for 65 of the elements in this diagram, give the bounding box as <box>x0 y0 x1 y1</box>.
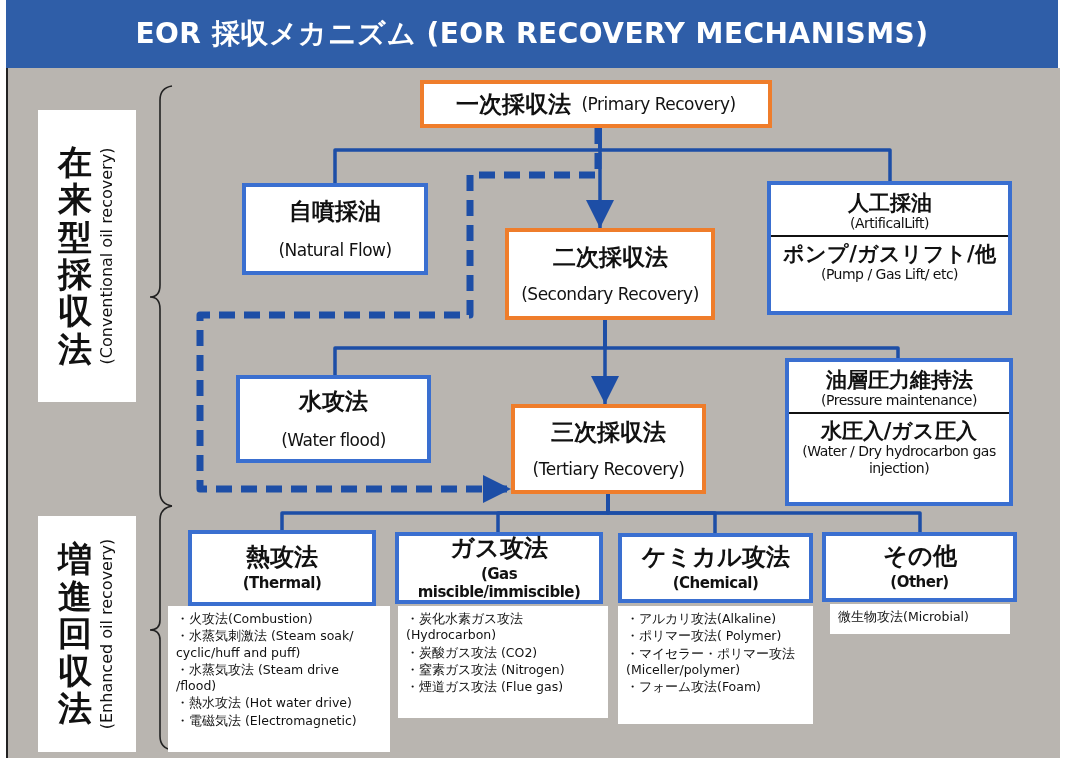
vertical-label: 在来型採収法 <box>58 143 92 369</box>
box-heading: 自噴採油 <box>289 197 381 224</box>
box-subtitle: (Chemical) <box>672 573 759 592</box>
vertical-label: 増進回収法 <box>58 540 92 728</box>
box-subtitle: (Pump / Gas Lift/ etc) <box>820 266 959 283</box>
side-label-box <box>38 110 136 402</box>
list-item: ・水蒸気刺激法 (Steam soak/ cyclic/huff and puff) <box>176 628 355 661</box>
category-box <box>618 533 813 603</box>
list-item: ・熱水攻法 (Hot water drive) <box>176 695 352 712</box>
stage-box <box>420 80 772 128</box>
box-heading: 熱攻法 <box>246 544 318 572</box>
list-item: ・炭酸ガス攻法 (CO2) <box>406 644 538 661</box>
category-box <box>395 532 603 604</box>
box-subtitle: (Pressure maintenance) <box>821 392 977 409</box>
method-list-panel <box>830 604 1010 634</box>
box-heading: 水攻法 <box>299 387 368 414</box>
stage-box <box>511 404 706 494</box>
box-heading: 水圧入/ガス圧入 <box>820 418 978 444</box>
arrow <box>196 128 602 503</box>
box-subtitle: (Primary Recovery) <box>581 93 736 115</box>
side-label-box <box>38 516 136 752</box>
box-subtitle: (Tertiary Recovery) <box>532 459 685 480</box>
list-item: ・炭化水素ガス攻法 (Hydrocarbon) <box>406 611 524 644</box>
list-item: ・煙道ガス攻法 (Flue gas) <box>406 679 564 696</box>
title: EOR 採収メカニズム (EOR RECOVERY MECHANISMS) <box>135 16 929 52</box>
list-item: ・火攻法(Combustion) <box>176 611 313 628</box>
box-subtitle: (Water / Dry hydrocarbon gas injection) <box>801 443 997 477</box>
list-item: ・フォーム攻法(Foam) <box>626 679 761 696</box>
box-heading: 三次採収法 <box>551 418 666 445</box>
box-subtitle: (Gas miscible/immiscible) <box>416 564 582 601</box>
rotated-label: (Conventional oil recovery) <box>96 147 116 365</box>
category-box <box>188 530 376 606</box>
list-item: ・マイセラー・ポリマー攻法(Miceller/polymer) <box>626 645 796 678</box>
box-subtitle: (Natural Flow) <box>278 240 392 261</box>
box-subtitle: (ArtificalLift) <box>850 215 929 232</box>
method-box <box>236 375 431 463</box>
box-subtitle: (Thermal) <box>242 573 322 592</box>
box-subtitle: (Other) <box>890 572 949 591</box>
method-box <box>767 181 1012 315</box>
list-item: ・ポリマー攻法( Polymer) <box>626 628 782 645</box>
connector-line <box>603 320 900 358</box>
list-item: ・アルカリ攻法(Alkaline) <box>626 611 776 628</box>
connector-line <box>606 494 922 532</box>
box-heading: 人工採油 <box>847 191 932 216</box>
box-heading: その他 <box>882 543 957 571</box>
method-box <box>785 358 1013 506</box>
box-subtitle: (Water flood) <box>281 430 386 451</box>
method-box <box>242 183 428 275</box>
box-heading: ガス攻法 <box>450 535 548 563</box>
box-heading: ケミカル攻法 <box>641 544 790 572</box>
category-box <box>822 532 1017 602</box>
list-item: 微生物攻法(Microbial) <box>838 609 969 626</box>
box-heading: 一次採収法 <box>456 90 572 118</box>
box-heading: ポンプ/ガスリフト/他 <box>783 241 996 267</box>
box-heading: 油層圧力維持法 <box>825 368 973 393</box>
list-item: ・電磁気法 (Electromagnetic) <box>176 712 357 729</box>
method-list-panel <box>398 606 608 718</box>
box-heading: 二次採収法 <box>552 243 668 270</box>
box-subtitle: (Secondary Recovery) <box>521 284 699 305</box>
stage-box <box>505 228 715 320</box>
list-item: ・窒素ガス攻法 (Nitrogen) <box>406 661 565 678</box>
method-list-panel <box>168 606 390 752</box>
list-item: ・水蒸気攻法 (Steam drive /flood) <box>176 661 340 695</box>
method-list-panel <box>618 606 813 724</box>
rotated-label: (Enhanced oil recovery) <box>96 538 116 730</box>
